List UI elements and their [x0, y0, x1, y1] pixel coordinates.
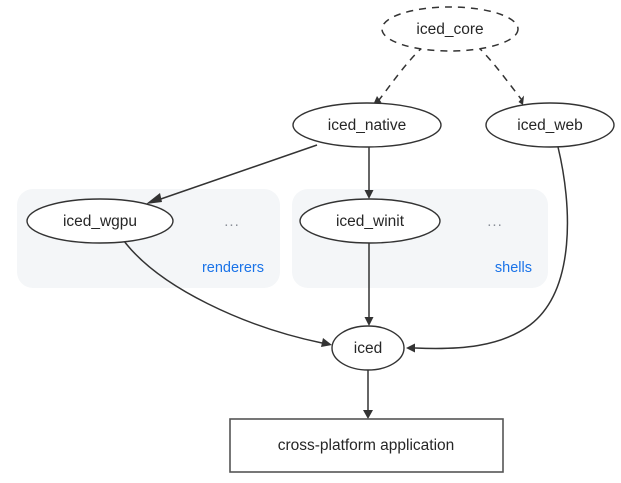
edge-iced-core-to-iced-web-arrowhead [518, 95, 524, 105]
edge-iced-winit-to-iced [364, 243, 374, 326]
edge-iced-core-to-iced-native [373, 45, 425, 105]
edge-iced-winit-to-iced-arrowhead [364, 317, 374, 326]
edge-iced-core-to-iced-web-line [476, 45, 522, 100]
cluster-shells-ellipsis: ... [487, 213, 503, 230]
edge-iced-web-to-iced-arrowhead [406, 343, 415, 353]
edge-iced-native-to-iced-wgpu-line [154, 144, 318, 202]
edge-iced-native-to-iced-wgpu-arrowhead [146, 193, 162, 204]
node-iced-native-label: iced_native [328, 117, 406, 134]
node-iced-ellipse[interactable] [331, 325, 405, 371]
node-cross-platform-application[interactable]: cross-platform application [229, 418, 504, 473]
edge-iced-native-to-iced-winit [364, 147, 374, 199]
cluster-renderers-label: renderers [202, 260, 264, 276]
edge-iced-to-application-arrowhead [363, 410, 373, 419]
node-iced-native-ellipse[interactable] [292, 102, 442, 148]
node-iced-wgpu[interactable]: iced_wgpu [26, 198, 174, 244]
node-iced-winit-ellipse[interactable] [299, 198, 441, 244]
node-iced-winit-label: iced_winit [336, 213, 405, 230]
cluster-renderers-ellipsis: ... [224, 213, 240, 230]
edge-iced-wgpu-to-iced-line [123, 240, 323, 344]
edge-iced-wgpu-to-iced [123, 240, 332, 347]
edge-iced-core-to-iced-web [476, 45, 524, 105]
node-iced-winit[interactable]: iced_winit [299, 198, 441, 244]
edge-iced-native-to-iced-winit-arrowhead [364, 190, 374, 199]
node-iced-native[interactable]: iced_native [292, 102, 442, 148]
node-iced-core-label: iced_core [416, 21, 483, 38]
edge-iced-native-to-iced-wgpu [146, 144, 318, 204]
node-cross-platform-application-label: cross-platform application [278, 437, 455, 454]
node-iced[interactable]: iced [331, 325, 405, 371]
edge-iced-web-to-iced-line [414, 146, 569, 350]
cluster-shells-label: shells [495, 260, 532, 276]
edge-iced-web-to-iced [406, 146, 569, 353]
node-iced-label: iced [354, 340, 382, 357]
node-iced-web-label: iced_web [517, 117, 583, 134]
node-iced-wgpu-label: iced_wgpu [63, 213, 137, 230]
node-iced-core-ellipse[interactable] [381, 6, 519, 52]
node-cross-platform-application-box[interactable] [229, 418, 504, 473]
node-iced-web[interactable]: iced_web [485, 102, 615, 148]
edge-iced-wgpu-to-iced-arrowhead [321, 338, 332, 347]
node-iced-core[interactable]: iced_core [381, 6, 519, 52]
node-iced-wgpu-ellipse[interactable] [26, 198, 174, 244]
edge-iced-core-to-iced-native-line [378, 45, 425, 101]
edge-iced-to-application [363, 370, 373, 419]
node-iced-web-ellipse[interactable] [485, 102, 615, 148]
